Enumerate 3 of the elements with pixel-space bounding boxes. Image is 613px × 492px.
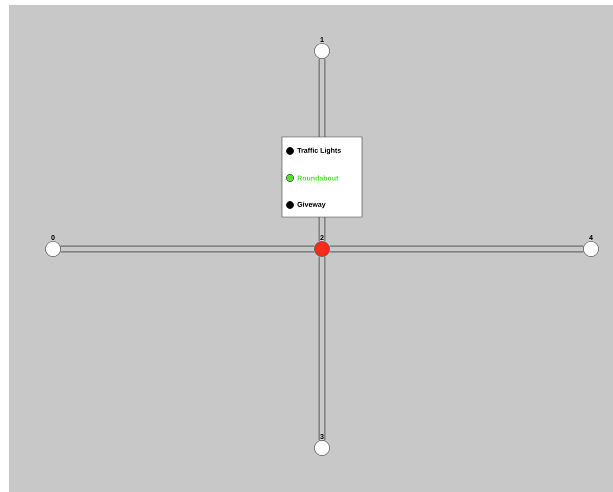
road [330, 246, 584, 252]
road [60, 246, 314, 252]
road [318, 256, 326, 440]
